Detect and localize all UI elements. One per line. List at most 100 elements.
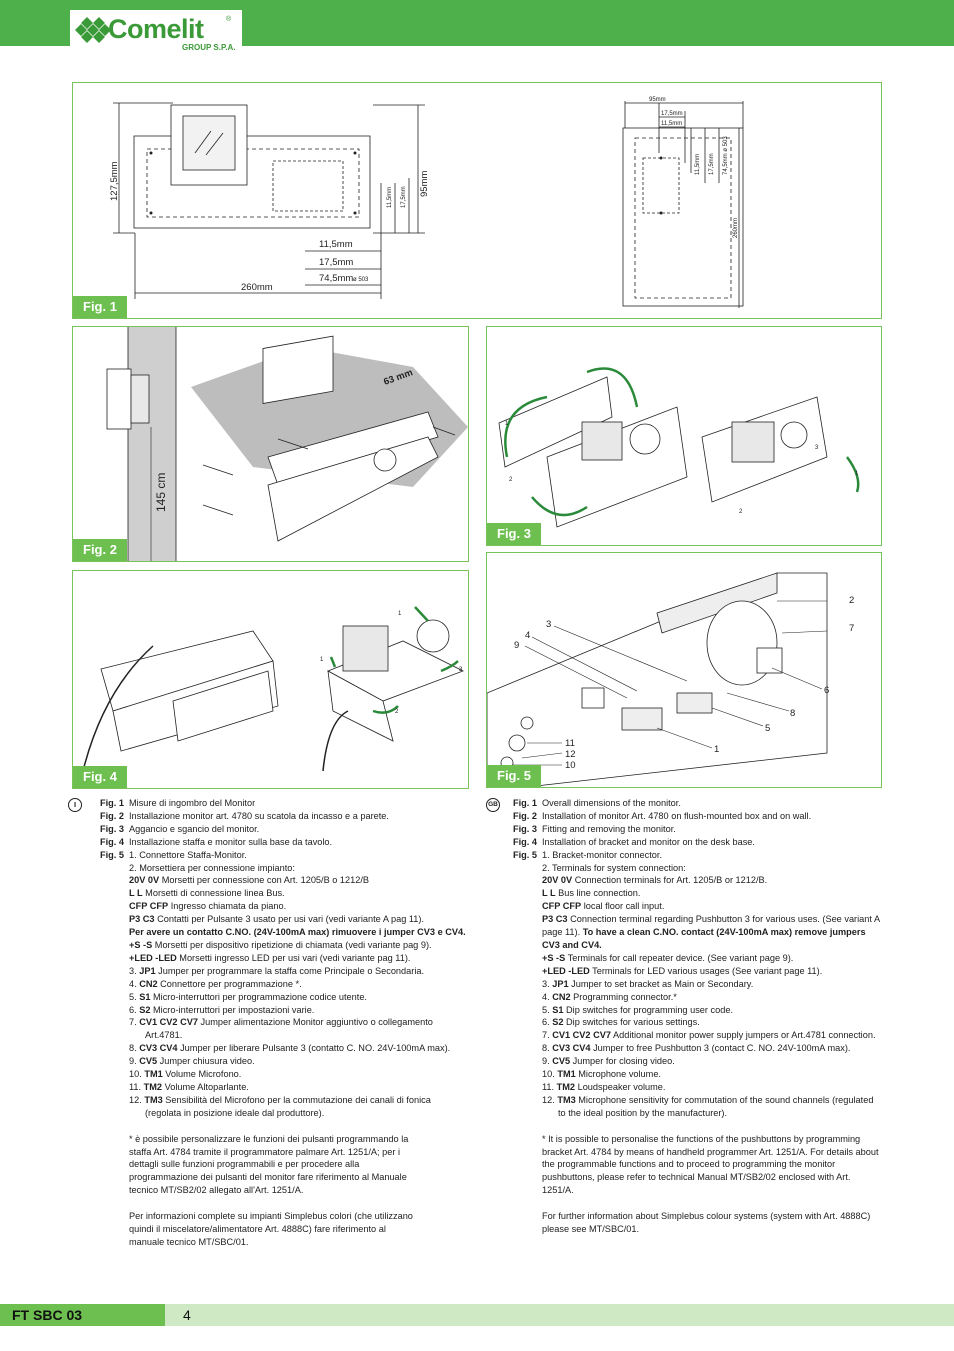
figure-1-drawing: 127,5mm 260mm 95mm 11,5mm 17,5mm 74,5mm … (109, 97, 744, 308)
fig5-label-5: 5 (765, 723, 770, 734)
gb-item-9: 9. CV5 Jumper for closing video. (542, 1056, 675, 1067)
fig-3-tag: Fig. 3 (487, 523, 541, 545)
it-item-2: 2. Morsettiera per connessione impianto: (129, 862, 295, 873)
gb-fig-row: Fig. 3 Fitting and removing the monitor. (505, 823, 881, 836)
it-fig-text: Installazione monitor art. 4780 su scato… (129, 810, 389, 821)
gb-note-simplebus: For further information about Simplebus … (542, 1211, 871, 1235)
fig-4-tag: Fig. 4 (73, 766, 127, 788)
gb-fig-label: Fig. 3 (513, 823, 537, 834)
it-item-ll: L L Morsetti di connessione linea Bus. (129, 888, 285, 899)
it-fig-text: Aggancio e sgancio del monitor. (129, 823, 260, 834)
gb-item-3: 3. JP1 Jumper to set bracket as Main or … (542, 978, 754, 989)
gb-item-cfp: CFP CFP local floor call input. (542, 901, 665, 912)
gb-note-programming: * It is possible to personalise the func… (542, 1133, 879, 1196)
gb-fig-label: Fig. 1 (513, 798, 537, 808)
it-note-simplebus: Per informazioni complete su impianti Si… (129, 1211, 413, 1247)
gb-item-2: 2. Terminals for system connection: (542, 862, 686, 873)
figure-2-drawing: 63 mm 145 cm (106, 327, 468, 561)
gb-fig-text: Overall dimensions of the monitor. (542, 798, 681, 808)
fig-2-tag: Fig. 2 (73, 539, 127, 561)
dim-145cm: 145 cm (154, 473, 168, 512)
dim-r260: 260mm (733, 218, 739, 238)
it-fig-label: Fig. 4 (100, 836, 124, 847)
gb-item-8: 8. CV3 CV4 Jumper to free Pushbutton 3 (… (542, 1043, 851, 1054)
fig4-callout-3: 2 (395, 709, 399, 715)
fig5-label-12: 12 (565, 749, 576, 760)
gb-item-5: 5. S1 Dip switches for programming user … (542, 1004, 733, 1015)
fig5-label-6: 6 (824, 685, 829, 696)
figure-4-panel: 1 1 2 3 Fig. 4 (72, 570, 469, 789)
fig3-callout-3: 3 (815, 445, 819, 451)
it-item-5: 5. S1 Micro-interruttori per programmazi… (129, 991, 367, 1002)
it-fig-label: Fig. 2 (100, 810, 124, 821)
it-item-p3: P3 C3 Contatti per Pulsante 3 usato per … (129, 914, 425, 925)
page-number: 4 (183, 1307, 191, 1323)
gb-fig-text: 1. Bracket-monitor connector. (542, 849, 663, 860)
it-item-s: +S -S Morsetti per dispositivo ripetizio… (129, 939, 432, 950)
it-fig-label: Fig. 1 (100, 798, 124, 808)
document-code: FT SBC 03 (0, 1304, 165, 1326)
gb-item-s: +S -S Terminals for call repeater device… (542, 952, 794, 963)
fig3-callout-5: 2 (739, 509, 743, 515)
dim-1275: 127,5mm (109, 161, 120, 201)
dim-r115: 11,5mm (661, 121, 682, 127)
it-item-cno: Per avere un contatto C.NO. (24V-100mA m… (129, 927, 466, 938)
fig5-label-3: 3 (546, 619, 551, 630)
logo-wordmark: Comelit (108, 14, 204, 44)
gb-fig-text: Installation of bracket and monitor on t… (542, 836, 755, 847)
gb-fig-row: Fig. 1 Overall dimensions of the monitor. (505, 797, 881, 810)
fig3-callout-2: 2 (509, 477, 513, 483)
gb-item-7: 7. CV1 CV2 CV7 Additional monitor power … (542, 1030, 876, 1041)
it-fig-label: Fig. 5 (100, 849, 124, 860)
fig-1-tag: Fig. 1 (73, 296, 127, 318)
dim-r95: 95mm (649, 97, 666, 103)
dim-503: ø 503 (353, 277, 369, 283)
logo-subtitle: GROUP S.P.A. (182, 43, 236, 52)
gb-fig-label: Fig. 5 (513, 849, 537, 860)
figure-2-panel: 63 mm 145 cm Fig. 2 (72, 326, 469, 562)
it-item-20v: 20V 0V Morsetti per connessione con Art.… (129, 875, 370, 886)
footer-bar: FT SBC 03 4 (0, 1304, 954, 1326)
fig5-label-8: 8 (790, 708, 795, 719)
fig4-callout-4: 3 (459, 667, 463, 673)
dim-95: 95mm (419, 171, 430, 197)
it-item-7: 7. CV1 CV2 CV7 Jumper alimentazione Moni… (129, 1017, 433, 1041)
it-item-11: 11. TM2 Volume Altoparlante. (129, 1081, 249, 1092)
it-item-8: 8. CV3 CV4 Jumper per liberare Pulsante … (129, 1043, 451, 1054)
it-item-9: 9. CV5 Jumper chiusura video. (129, 1056, 255, 1067)
gb-item-10: 10. TM1 Microphone volume. (542, 1069, 661, 1080)
figure-1-panel: 127,5mm 260mm 95mm 11,5mm 17,5mm 74,5mm … (72, 82, 882, 319)
it-item-6: 6. S2 Micro-interruttori per impostazion… (129, 1004, 315, 1015)
it-fig-text: Installazione staffa e monitor sulla bas… (129, 836, 333, 847)
figure-4-drawing: 1 1 2 3 (82, 606, 464, 772)
it-fig-text: 1. Connettore Staffa-Monitor. (129, 849, 247, 860)
fig5-label-4: 4 (525, 630, 530, 641)
dim-rv745: 74,5mm ø 503 (723, 136, 729, 175)
dim-r175: 17,5mm (661, 111, 683, 117)
figure-5-drawing: 2 7 6 8 5 1 3 4 9 11 12 10 (487, 572, 854, 787)
gb-fig-text: Fitting and removing the monitor. (542, 823, 676, 834)
gb-item-12: 12. TM3 Microphone sensitivity for commu… (542, 1094, 874, 1118)
fig4-callout-2: 1 (320, 657, 324, 663)
it-item-10: 10. TM1 Volume Microfono. (129, 1069, 242, 1080)
gb-fig-label: Fig. 4 (513, 836, 537, 847)
figure-5-panel: 2 7 6 8 5 1 3 4 9 11 12 10 Fig. 5 (486, 552, 882, 788)
gb-item-6: 6. S2 Dip switches for various settings. (542, 1017, 700, 1028)
fig5-label-7: 7 (849, 623, 854, 634)
dim-175: 17,5mm (319, 257, 353, 268)
dim-v115: 11,5mm (387, 187, 393, 208)
it-fig-label: Fig. 3 (100, 823, 124, 834)
it-fig-row: Fig. 3 Aggancio e sgancio del monitor. (92, 823, 468, 836)
language-mark-it: I (68, 798, 82, 812)
fig4-callout-1: 1 (398, 611, 402, 617)
dim-rv175: 17,5mm (709, 153, 715, 175)
dim-260: 260mm (241, 282, 273, 293)
fig5-label-1: 1 (714, 744, 719, 755)
dim-v175: 17,5mm (401, 186, 407, 208)
gb-item-4: 4. CN2 Programming connector.* (542, 991, 677, 1002)
gb-item-20v: 20V 0V Connection terminals for Art. 120… (542, 875, 768, 886)
it-item-12: 12. TM3 Sensibilità del Microfono per la… (129, 1094, 431, 1118)
gb-fig-label: Fig. 2 (513, 810, 537, 821)
